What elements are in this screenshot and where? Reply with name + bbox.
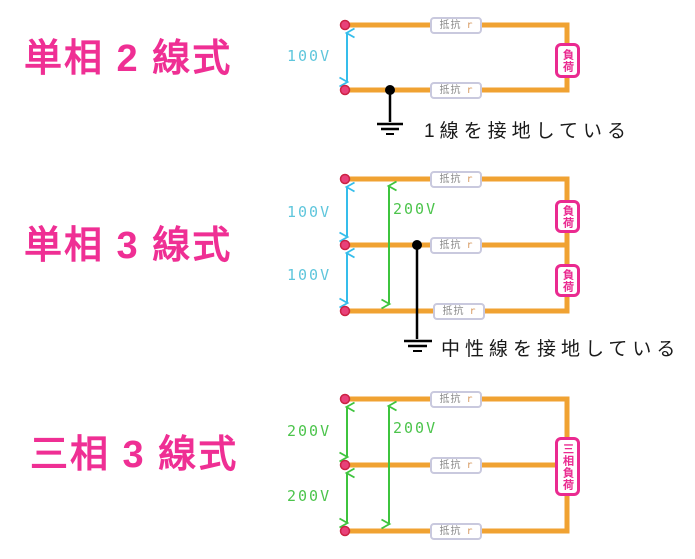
resistor-label: 抵抗 <box>439 459 462 471</box>
circuit2-resistor-middle: 抵抗 r <box>430 237 482 254</box>
circuit3-voltage-label-200v-bottom: 200V <box>287 487 332 505</box>
resistor-label: 抵抗 <box>439 393 462 405</box>
resistor-label: 抵抗 <box>439 239 462 251</box>
circuit1-ground-caption: 1線を接地している <box>424 121 631 142</box>
resistor-symbol: r <box>466 239 473 251</box>
resistor-symbol: r <box>466 19 473 31</box>
resistor-label: 抵抗 <box>439 84 462 96</box>
resistor-symbol: r <box>466 393 473 405</box>
circuit3-title: 三相 3 線式 <box>30 434 239 476</box>
resistor-symbol: r <box>469 305 476 317</box>
circuit2-load-box-bottom: 負荷 <box>555 264 580 297</box>
circuit1-voltage-label-100v: 100V <box>287 47 332 65</box>
resistor-label: 抵抗 <box>439 173 462 185</box>
resistor-label: 抵抗 <box>439 19 462 31</box>
circuit2-voltage-label-100v-top: 100V <box>287 203 332 221</box>
circuit3-resistor-bottom: 抵抗 r <box>430 523 482 540</box>
resistor-label: 抵抗 <box>442 305 465 317</box>
circuit2-terminal-dots <box>339 173 351 317</box>
circuit3-load-box-three-phase: 三相負荷 <box>555 437 580 496</box>
circuit2-load-box-top: 負荷 <box>555 200 580 233</box>
circuit1-terminal-dots <box>339 19 351 96</box>
circuit3-voltage-label-200v-top: 200V <box>287 422 332 440</box>
circuit3-resistor-middle: 抵抗 r <box>430 457 482 474</box>
circuit2-ground-caption: 中性線を接地している <box>441 339 681 360</box>
circuit2-earth-ground-icon <box>404 240 432 352</box>
circuit2-voltage-label-200v-span: 200V <box>393 200 438 218</box>
resistor-symbol: r <box>466 173 473 185</box>
circuit2-voltage-label-100v-bottom: 100V <box>287 266 332 284</box>
circuit1-wires <box>345 22 570 93</box>
circuit2-title: 単相 3 線式 <box>24 225 233 267</box>
circuit1-resistor-bottom: 抵抗 r <box>430 82 482 99</box>
circuit2-resistor-top: 抵抗 r <box>430 171 482 188</box>
circuit3-terminal-dots <box>339 393 351 537</box>
circuit3-voltage-label-200v-span: 200V <box>393 419 438 437</box>
resistor-symbol: r <box>466 459 473 471</box>
resistor-symbol: r <box>466 84 473 96</box>
circuit2-resistor-bottom: 抵抗 r <box>433 303 485 320</box>
resistor-symbol: r <box>466 525 473 537</box>
circuit1-resistor-top: 抵抗 r <box>430 17 482 34</box>
circuit3-resistor-top: 抵抗 r <box>430 391 482 408</box>
circuit1-earth-ground-icon <box>377 85 403 135</box>
circuit1-load-box: 負荷 <box>555 43 580 78</box>
resistor-label: 抵抗 <box>439 525 462 537</box>
circuit1-title: 単相 2 線式 <box>24 38 233 80</box>
